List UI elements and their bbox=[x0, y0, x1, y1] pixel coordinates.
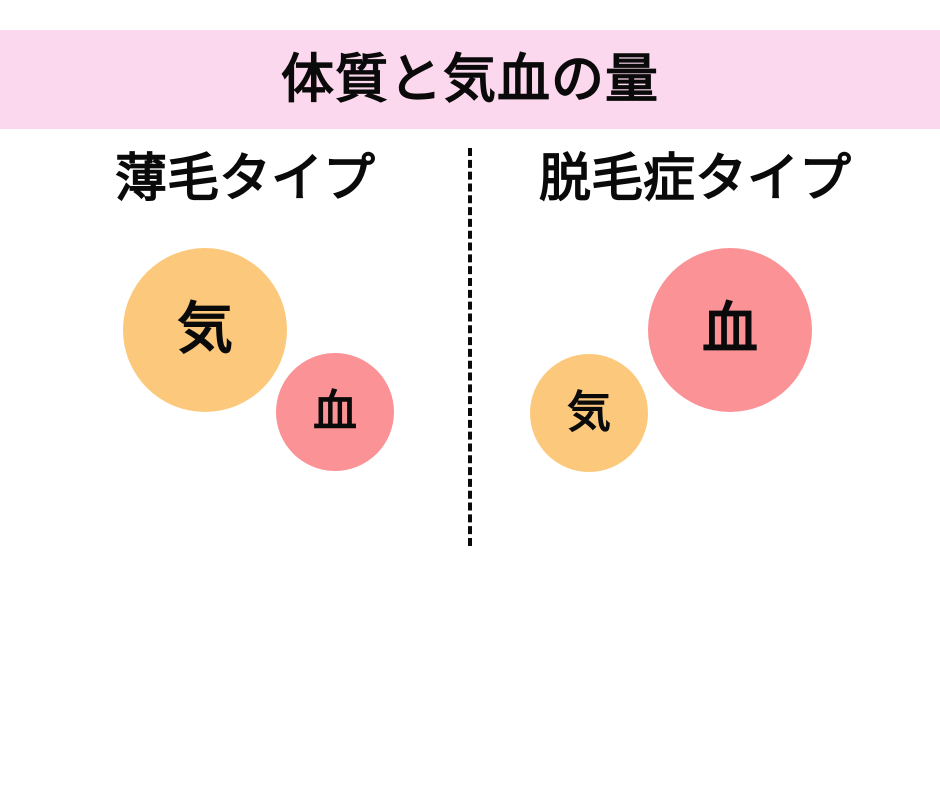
panel-header-alopecia: 脱毛症タイプ bbox=[538, 149, 851, 209]
bubble-label-blood: 血 bbox=[313, 386, 357, 437]
bubble-label-blood: 血 bbox=[702, 297, 758, 362]
bubble-thinning-hair-blood: 血 bbox=[276, 353, 394, 471]
bubble-alopecia-qi: 気 bbox=[530, 354, 648, 472]
bubble-thinning-hair-qi: 気 bbox=[123, 248, 287, 412]
bubble-alopecia-blood: 血 bbox=[648, 248, 812, 412]
bubble-label-qi: 気 bbox=[567, 387, 611, 438]
panel-header-thinning-hair: 薄毛タイプ bbox=[114, 149, 375, 209]
vertical-dashed-divider bbox=[468, 148, 472, 546]
page-title: 体質と気血の量 bbox=[281, 49, 659, 110]
bubble-label-qi: 気 bbox=[177, 297, 233, 362]
title-banner: 体質と気血の量 bbox=[0, 30, 940, 129]
